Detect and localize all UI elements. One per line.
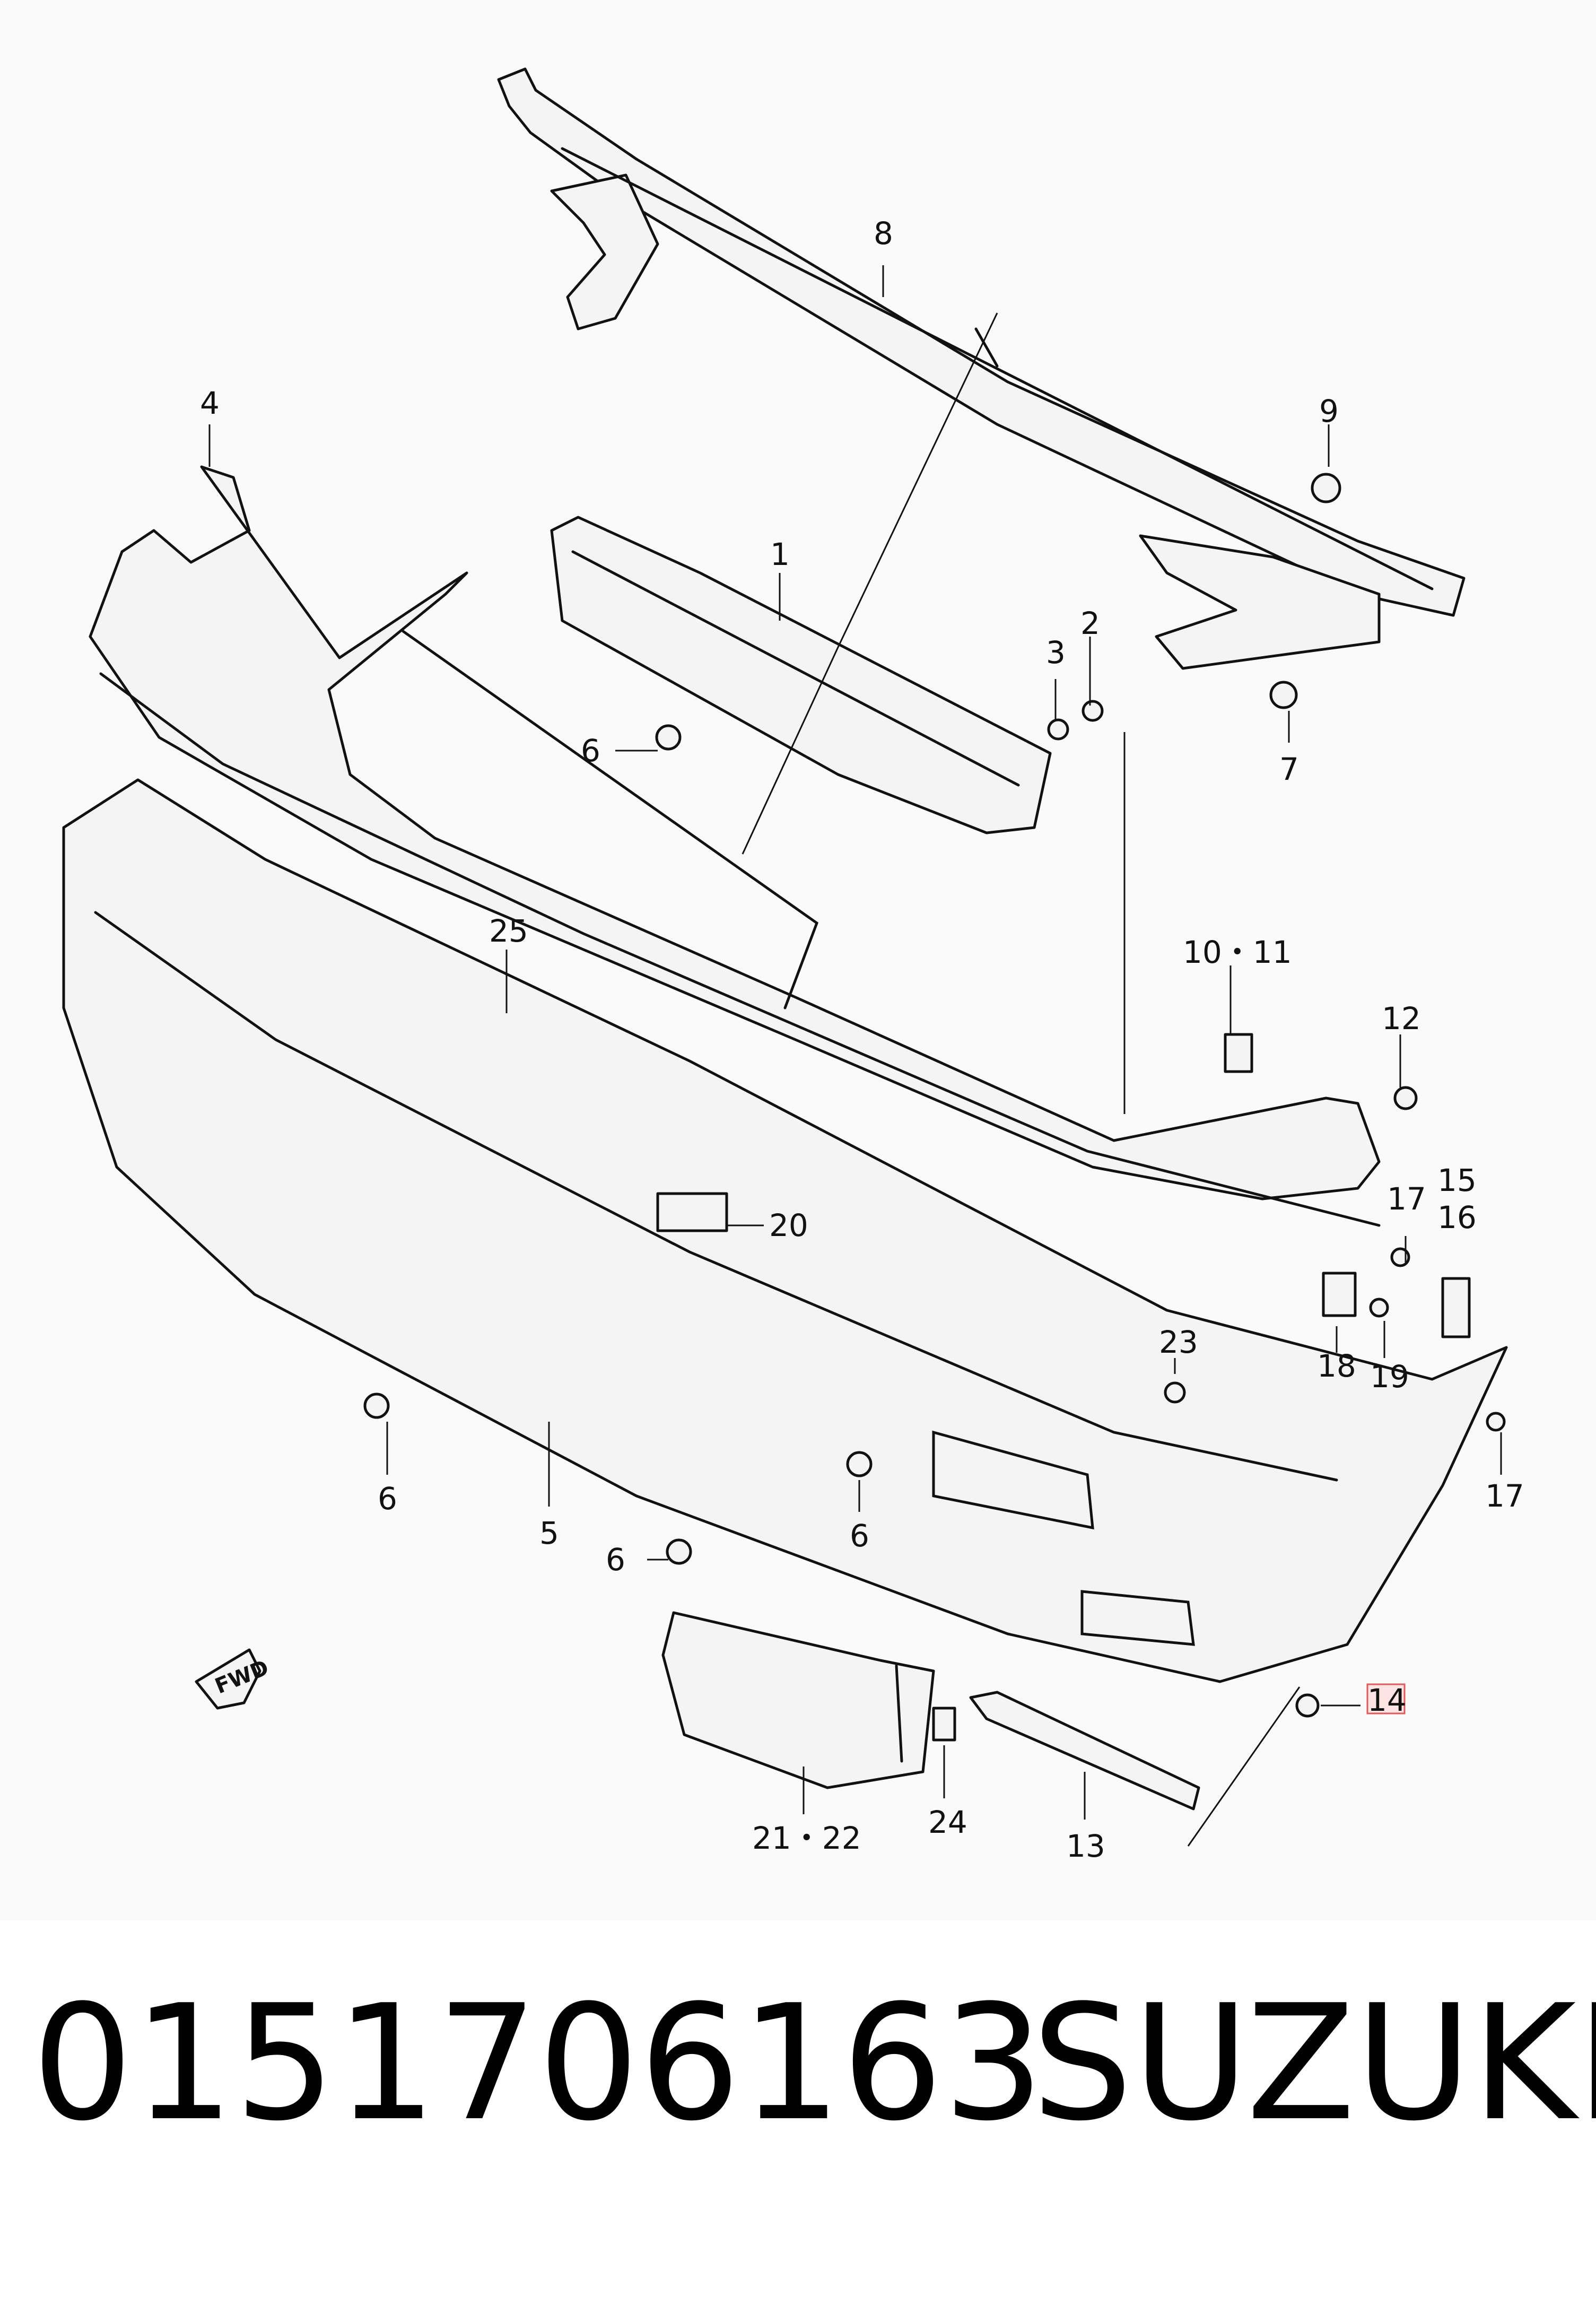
callout-6-middle: 6	[850, 1518, 869, 1554]
callout-1: 1	[770, 536, 790, 572]
upper-bumper-cover	[89, 465, 1381, 1227]
upper-reinforcement-bar	[497, 67, 1466, 670]
callout-6-left: 6	[378, 1481, 397, 1517]
callout-13: 13	[1066, 1828, 1105, 1864]
fwd-arrow-icon: FWD	[195, 1648, 272, 1710]
callout-9: 9	[1319, 393, 1339, 429]
callout-17-upper: 17	[1387, 1181, 1426, 1217]
fog-lamp	[661, 1611, 935, 1789]
caption-bar: 0151706163 SUZUKI	[0, 1920, 1596, 2306]
callout-labels: 8 9 4 1 3 2 6 7 25 10・11 12 15 17 16 20 …	[200, 215, 1524, 1864]
callout-2: 2	[1080, 605, 1100, 641]
callout-7: 7	[1279, 751, 1299, 787]
callout-24: 24	[928, 1804, 967, 1840]
brand-name: SUZUKI	[1032, 1971, 1596, 2156]
callout-23: 23	[1159, 1324, 1198, 1360]
callout-15: 15	[1437, 1162, 1477, 1198]
callout-25: 25	[489, 913, 528, 949]
callout-14: 14	[1367, 1682, 1407, 1718]
part-number: 0151706163	[32, 1971, 1044, 2156]
stay	[969, 1691, 1200, 1811]
callout-highlight-box	[1366, 1683, 1406, 1715]
callout-8: 8	[874, 215, 893, 251]
callout-5: 5	[539, 1515, 559, 1551]
callout-3: 3	[1046, 634, 1066, 671]
callout-10-11: 10・11	[1183, 934, 1292, 970]
parts-diagram: FWD 8 9 4 1 3 2 6 7 25 10・11 12 15 17 16…	[62, 67, 1524, 1864]
callout-6-lower: 6	[606, 1542, 625, 1578]
callout-18: 18	[1317, 1348, 1356, 1384]
fasteners	[363, 473, 1506, 1742]
exploded-bumper-diagram: FWD 8 9 4 1 3 2 6 7 25 10・11 12 15 17 16…	[62, 67, 1524, 1864]
callout-17-lower: 17	[1485, 1478, 1524, 1514]
callout-20: 20	[769, 1207, 808, 1243]
callout-4: 4	[200, 385, 220, 421]
leader-lines	[208, 265, 1502, 1847]
callout-21-22: 21・22	[752, 1820, 861, 1856]
callout-16: 16	[1437, 1199, 1477, 1235]
callout-6-upper: 6	[581, 733, 600, 769]
callout-19: 19	[1370, 1359, 1409, 1395]
lower-bumper-cover	[62, 778, 1508, 1683]
grille	[550, 516, 1052, 834]
callout-12: 12	[1382, 1000, 1421, 1037]
